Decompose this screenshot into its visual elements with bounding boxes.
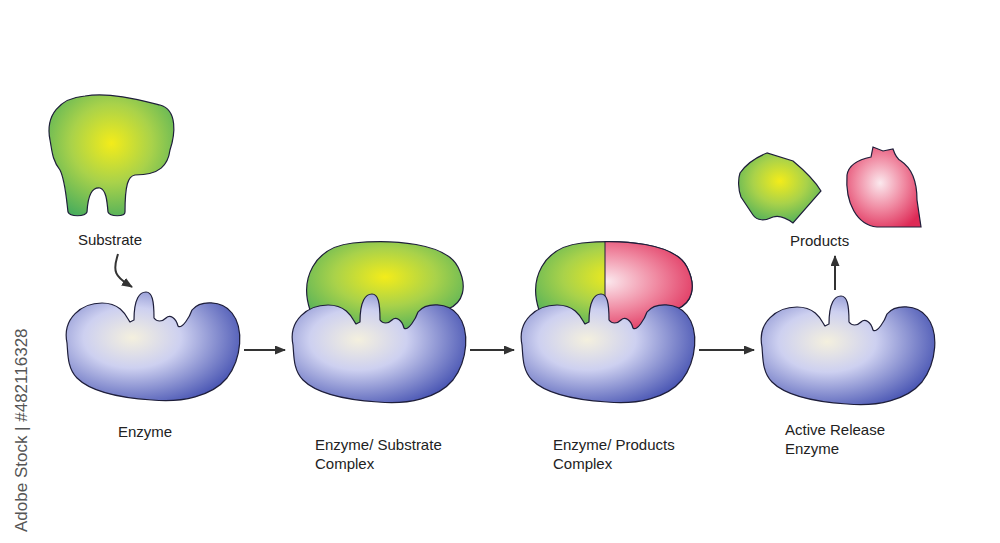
flow-arrow (244, 349, 285, 351)
flow-arrow (834, 256, 836, 290)
substrate-shape (49, 95, 174, 216)
complex-node: Enzyme/ Substrate Complex (288, 235, 468, 477)
products-node: Products (735, 145, 930, 254)
node-label: Enzyme (118, 422, 218, 441)
watermark: Adobe Stock | #482116328 (12, 328, 32, 532)
node-illustration (757, 292, 937, 408)
node-illustration (288, 235, 468, 407)
node-illustration (735, 145, 930, 229)
enzyme-node: Active Release Enzyme (757, 292, 937, 462)
node-label: Substrate (60, 230, 160, 249)
enzyme-node: Enzyme (62, 288, 242, 445)
substrate-node: Substrate (40, 90, 180, 253)
flow-arrow (699, 349, 754, 351)
flow-arrow (115, 254, 132, 287)
enzyme-shape (292, 294, 466, 403)
enzyme-shape (761, 296, 935, 405)
product-shape (847, 147, 921, 227)
flow-arrow (470, 349, 514, 351)
node-label: Enzyme/ Products Complex (553, 435, 693, 473)
node-label: Enzyme/ Substrate Complex (315, 435, 465, 473)
node-illustration (517, 235, 697, 407)
node-label: Products (790, 231, 870, 250)
complex-node: Enzyme/ Products Complex (517, 235, 697, 477)
node-illustration (62, 288, 242, 404)
enzyme-shape (521, 294, 695, 403)
enzyme-shape (66, 292, 240, 401)
node-label: Active Release Enzyme (785, 420, 915, 458)
product-shape (739, 153, 821, 223)
node-illustration (40, 90, 180, 218)
